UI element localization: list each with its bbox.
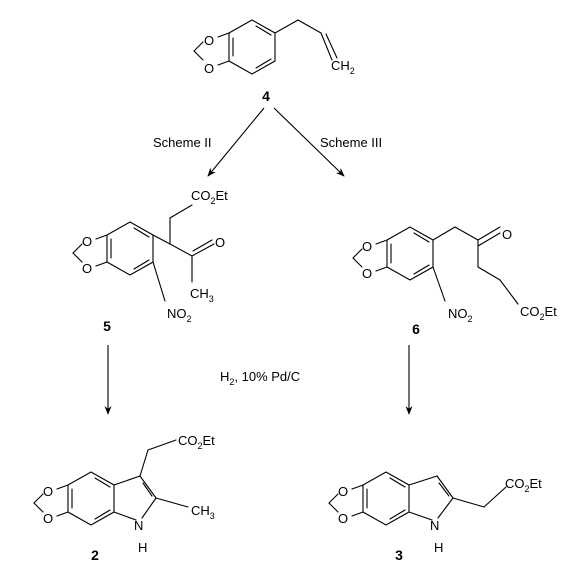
- atom-oxygen: O: [215, 235, 225, 250]
- compound-6-label: 6: [412, 321, 420, 337]
- compound-2-label: 2: [91, 547, 99, 563]
- atom-co2et: CO2Et: [520, 304, 557, 322]
- atom-oxygen: O: [502, 227, 512, 242]
- atom-no2: NO2: [167, 306, 192, 324]
- atom-oxygen: O: [204, 33, 214, 48]
- arrow-scheme-iii: [273, 107, 345, 177]
- atom-nitrogen: N: [134, 518, 143, 533]
- compound-3-label: 3: [395, 547, 403, 563]
- arrow-label-scheme-iii: Scheme III: [320, 135, 382, 150]
- compound-4-structure: [193, 19, 338, 75]
- atom-nitrogen-h: H: [138, 540, 147, 555]
- atom-ch3: CH3: [191, 503, 215, 521]
- compound-3-structure: [328, 471, 507, 526]
- compound-2-structure: [33, 439, 189, 526]
- arrow-scheme-ii: [207, 107, 265, 177]
- compound-5-structure: [72, 204, 215, 302]
- atom-ch3: CH3: [190, 286, 214, 304]
- atom-oxygen: O: [338, 484, 348, 499]
- atom-ch2: CH2: [331, 58, 355, 76]
- compound-6-structure: [352, 226, 519, 305]
- atom-nitrogen: N: [430, 518, 439, 533]
- atom-oxygen: O: [43, 511, 53, 526]
- atom-oxygen: O: [362, 239, 372, 254]
- atom-co2et: CO2Et: [191, 188, 228, 206]
- atom-oxygen: O: [204, 61, 214, 76]
- atom-oxygen: O: [338, 511, 348, 526]
- atom-co2et: CO2Et: [178, 433, 215, 451]
- compound-5-label: 5: [103, 318, 111, 334]
- atom-oxygen: O: [82, 261, 92, 276]
- atom-oxygen: O: [362, 266, 372, 281]
- atom-oxygen: O: [82, 234, 92, 249]
- atom-nitrogen-h: H: [434, 540, 443, 555]
- arrow-label-scheme-ii: Scheme II: [153, 135, 212, 150]
- compound-4-label: 4: [262, 88, 270, 104]
- atom-oxygen: O: [43, 484, 53, 499]
- atom-co2et: CO2Et: [505, 476, 542, 494]
- reagent-label: H2, 10% Pd/C: [220, 369, 300, 387]
- atom-no2: NO2: [448, 306, 473, 324]
